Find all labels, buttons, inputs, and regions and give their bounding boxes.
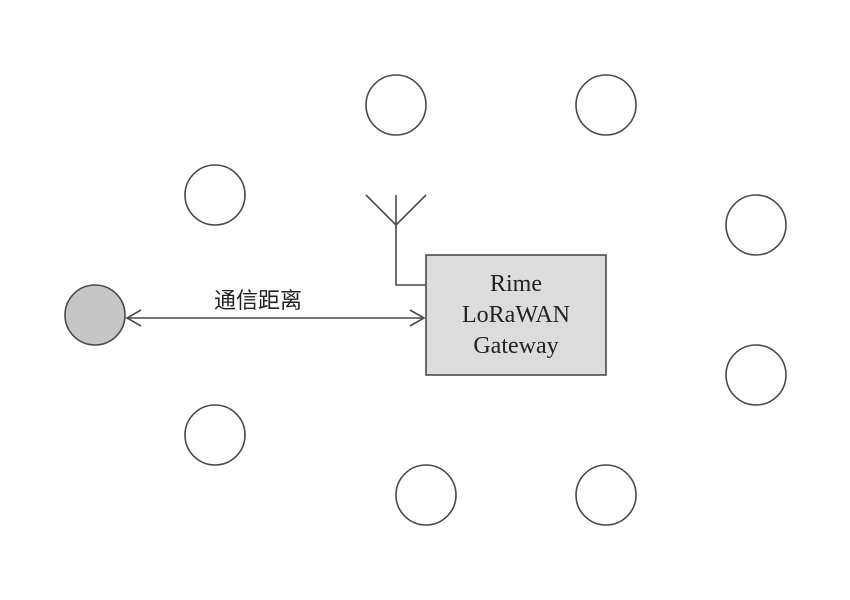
end-node-upper-left: [184, 164, 246, 226]
antenna-icon: [365, 194, 427, 286]
distance-arrow: [125, 309, 426, 327]
distance-label: 通信距离: [214, 289, 302, 314]
gateway-label-line2: LoRaWAN: [462, 302, 570, 328]
gateway-box: [425, 254, 607, 376]
end-node-lower-left: [184, 404, 246, 466]
end-node-far: [64, 284, 126, 346]
gateway-label-line3: Gateway: [473, 333, 558, 359]
end-node-top-right: [575, 74, 637, 136]
end-node-right-upper: [725, 194, 787, 256]
end-node-bottom-right: [575, 464, 637, 526]
end-node-top-left: [365, 74, 427, 136]
end-node-right-lower: [725, 344, 787, 406]
end-node-bottom-left: [395, 464, 457, 526]
gateway-label-line1: Rime: [490, 271, 542, 297]
